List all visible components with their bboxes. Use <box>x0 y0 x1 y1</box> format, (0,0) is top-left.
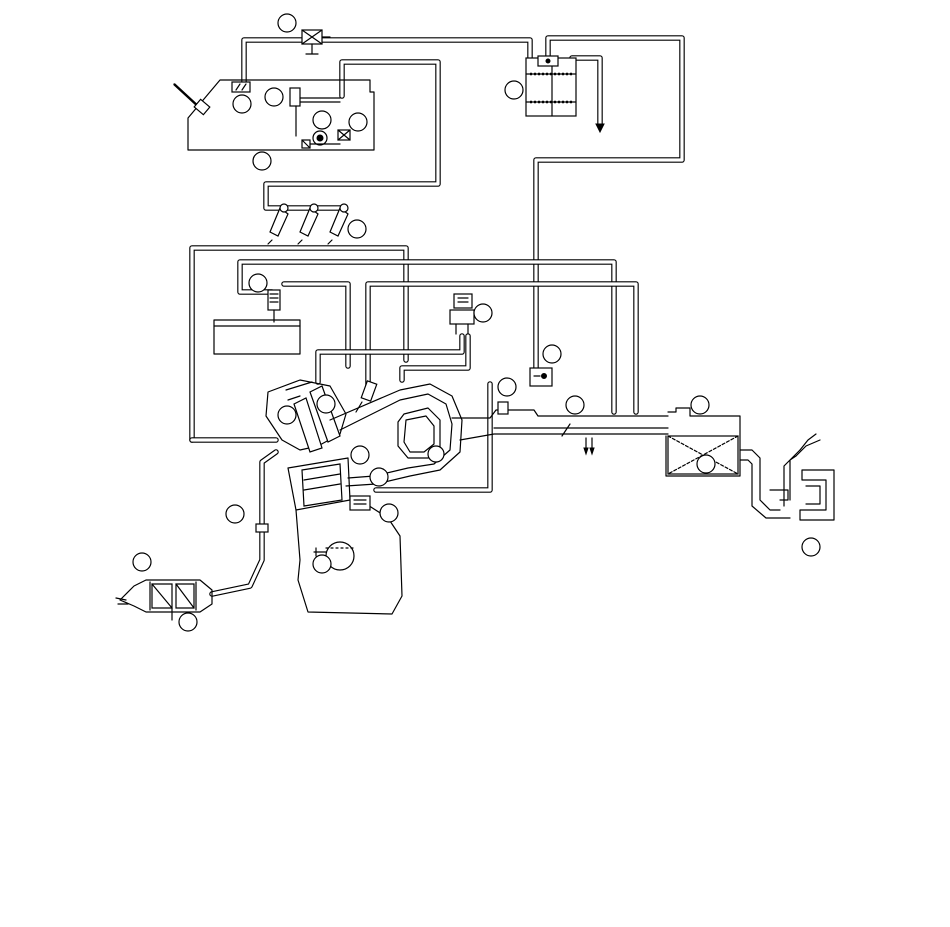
injector-3 <box>327 203 349 245</box>
vacuum-hose-network <box>189 35 685 597</box>
callout-marker <box>316 394 336 414</box>
injector-2 <box>297 203 319 245</box>
callout-marker <box>232 94 252 114</box>
callout-marker <box>696 454 716 474</box>
callout-marker <box>348 112 368 132</box>
callout-marker <box>312 554 332 574</box>
callout-marker <box>497 377 517 397</box>
callout-marker <box>504 80 524 100</box>
callout-marker <box>252 151 272 171</box>
egr-vacuum-solenoid <box>449 293 475 335</box>
injector-1 <box>267 203 289 245</box>
air-cleaner <box>665 407 791 519</box>
intake-resonator <box>769 433 835 521</box>
callout-marker <box>264 87 284 107</box>
callout-marker <box>369 467 389 487</box>
charcoal-canister <box>525 55 605 134</box>
callout-marker <box>690 395 710 415</box>
callout-marker <box>801 537 821 557</box>
callout-marker <box>347 219 367 239</box>
purge-control-solenoid <box>301 29 331 55</box>
callout-marker <box>277 13 297 33</box>
callout-marker <box>312 110 332 130</box>
catalytic-converter <box>115 523 269 621</box>
callout-marker <box>379 503 399 523</box>
callout-marker <box>248 273 268 293</box>
intake-plenum <box>213 289 301 355</box>
map-sensor <box>529 367 553 387</box>
callout-marker <box>132 552 152 572</box>
engine-block <box>265 379 669 615</box>
callout-marker <box>350 445 370 465</box>
callout-marker <box>542 344 562 364</box>
callout-marker <box>473 303 493 323</box>
fuel-injectors <box>267 203 349 245</box>
callout-markers <box>132 13 821 632</box>
callout-marker <box>565 395 585 415</box>
callout-marker <box>225 504 245 524</box>
control-module-panel <box>173 79 375 151</box>
callout-marker <box>178 612 198 632</box>
callout-marker <box>277 405 297 425</box>
